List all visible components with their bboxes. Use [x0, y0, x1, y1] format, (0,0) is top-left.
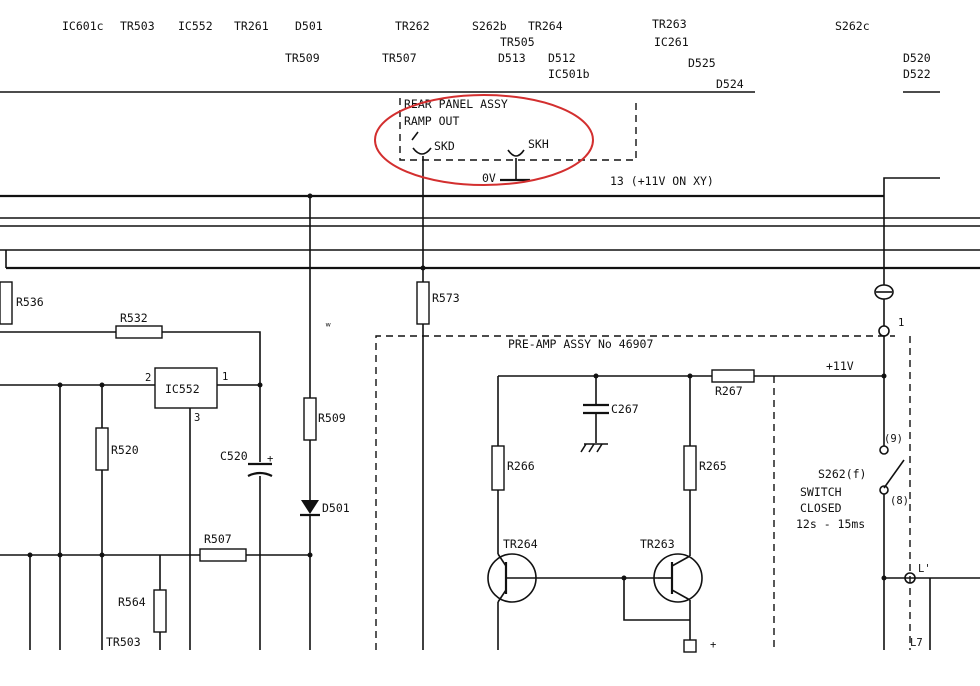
- label-c267: C267: [611, 402, 639, 416]
- tr263-plus: +: [710, 639, 716, 651]
- rear-panel-assy: REAR PANEL ASSY RAMP OUT SKD SKH 0V: [374, 94, 637, 190]
- label-r536: R536: [16, 295, 44, 309]
- label-r509: R509: [318, 411, 346, 425]
- header-refs: IC601c TR503 IC552 TR261 D501 TR262 S262…: [0, 17, 940, 93]
- resistor-r265: [683, 445, 697, 491]
- ref-ic601c: IC601c: [62, 19, 104, 33]
- bus-lines: 13 (+11V ON XY): [0, 174, 980, 270]
- switch-label: S262(f): [818, 467, 866, 481]
- ref-ic261: IC261: [654, 35, 689, 49]
- ref-tr503: TR503: [120, 19, 155, 33]
- ref-tr263: TR263: [652, 17, 687, 31]
- resistor-r266: [491, 445, 505, 491]
- supply-label: +11V: [826, 359, 854, 373]
- switch-pos-9: (9): [884, 433, 903, 445]
- label-tr263: TR263: [640, 537, 675, 551]
- resistor-r532: [115, 325, 163, 339]
- label-r265: R265: [699, 459, 727, 473]
- ref-tr505: TR505: [500, 35, 535, 49]
- preamp-assy: PRE-AMP ASSY No 46907 R267 +11V C267 R26…: [375, 335, 911, 653]
- highlight-ellipse: [374, 94, 594, 186]
- terminal-l-label: L': [918, 563, 931, 575]
- ref-d525: D525: [688, 56, 716, 70]
- label-r267: R267: [715, 384, 743, 398]
- left-circuit: R536 R532 IC552 2 1 3 R520 C520 + R507: [0, 190, 460, 650]
- marker-ww: ʷ: [325, 321, 331, 333]
- preamp-title: PRE-AMP ASSY No 46907: [508, 337, 653, 351]
- ref-tr509: TR509: [285, 51, 320, 65]
- resistor-r573: [416, 281, 430, 325]
- label-d501: D501: [322, 501, 350, 515]
- ref-d513: D513: [498, 51, 526, 65]
- label-r266: R266: [507, 459, 535, 473]
- socket-skd-label: SKD: [434, 139, 455, 153]
- label-tr264: TR264: [503, 537, 538, 551]
- rail-label: 13 (+11V ON XY): [610, 174, 714, 188]
- resistor-r536: [0, 281, 13, 325]
- label-tr503: TR503: [106, 635, 141, 649]
- transistor-tr263: [653, 553, 703, 603]
- label-r507: R507: [204, 532, 232, 546]
- ref-d520: D520: [903, 51, 931, 65]
- switch-note-1: SWITCH: [800, 485, 842, 499]
- switch-lever: [883, 459, 905, 489]
- label-r564: R564: [118, 595, 146, 609]
- label-r532: R532: [120, 311, 148, 325]
- diode-d501: [301, 500, 319, 514]
- switch-note-2: CLOSED: [800, 501, 842, 515]
- ref-ic552: IC552: [178, 19, 213, 33]
- ref-ic501b: IC501b: [548, 67, 590, 81]
- ref-d512: D512: [548, 51, 576, 65]
- switch-pos-8: (8): [890, 495, 909, 507]
- ic552-pin2: 2: [145, 372, 151, 384]
- resistor-r509: [303, 397, 317, 441]
- socket-skd-symbol: [412, 147, 432, 155]
- resistor-r564: [153, 589, 167, 633]
- label-r520: R520: [111, 443, 139, 457]
- ic552-pin3: 3: [194, 412, 200, 424]
- switch-section: 1 (9) (8) S262(f) SWITCH CLOSED 12s - 15…: [796, 196, 980, 650]
- label-ic552: IC552: [165, 382, 200, 396]
- c520-plus: +: [267, 453, 273, 465]
- ic552-pin1: 1: [222, 371, 228, 383]
- ref-d524: D524: [716, 77, 744, 91]
- ref-s262c: S262c: [835, 19, 870, 33]
- rear-panel-subtitle: RAMP OUT: [404, 114, 459, 128]
- ic552-body: [154, 367, 218, 409]
- ref-s262b: S262b: [472, 19, 507, 33]
- label-r573: R573: [432, 291, 460, 305]
- resistor-r267: [711, 369, 755, 383]
- ground-label: 0V: [482, 171, 496, 185]
- ref-tr261: TR261: [234, 19, 269, 33]
- terminal-pin1: [878, 325, 890, 337]
- ref-d522: D522: [903, 67, 931, 81]
- terminal-l: [904, 572, 916, 584]
- resistor-r520: [95, 427, 109, 471]
- socket-skh-symbol: [507, 149, 525, 157]
- resistor-r507: [199, 548, 247, 562]
- ref-tr262: TR262: [395, 19, 430, 33]
- ref-tr264: TR264: [528, 19, 563, 33]
- ref-tr507: TR507: [382, 51, 417, 65]
- pin1-label: 1: [898, 317, 904, 329]
- switch-note-3: 12s - 15ms: [796, 517, 865, 531]
- label-c520: C520: [220, 449, 248, 463]
- socket-skh-label: SKH: [528, 137, 549, 151]
- terminal-l7-label: L7: [910, 637, 923, 649]
- ref-d501: D501: [295, 19, 323, 33]
